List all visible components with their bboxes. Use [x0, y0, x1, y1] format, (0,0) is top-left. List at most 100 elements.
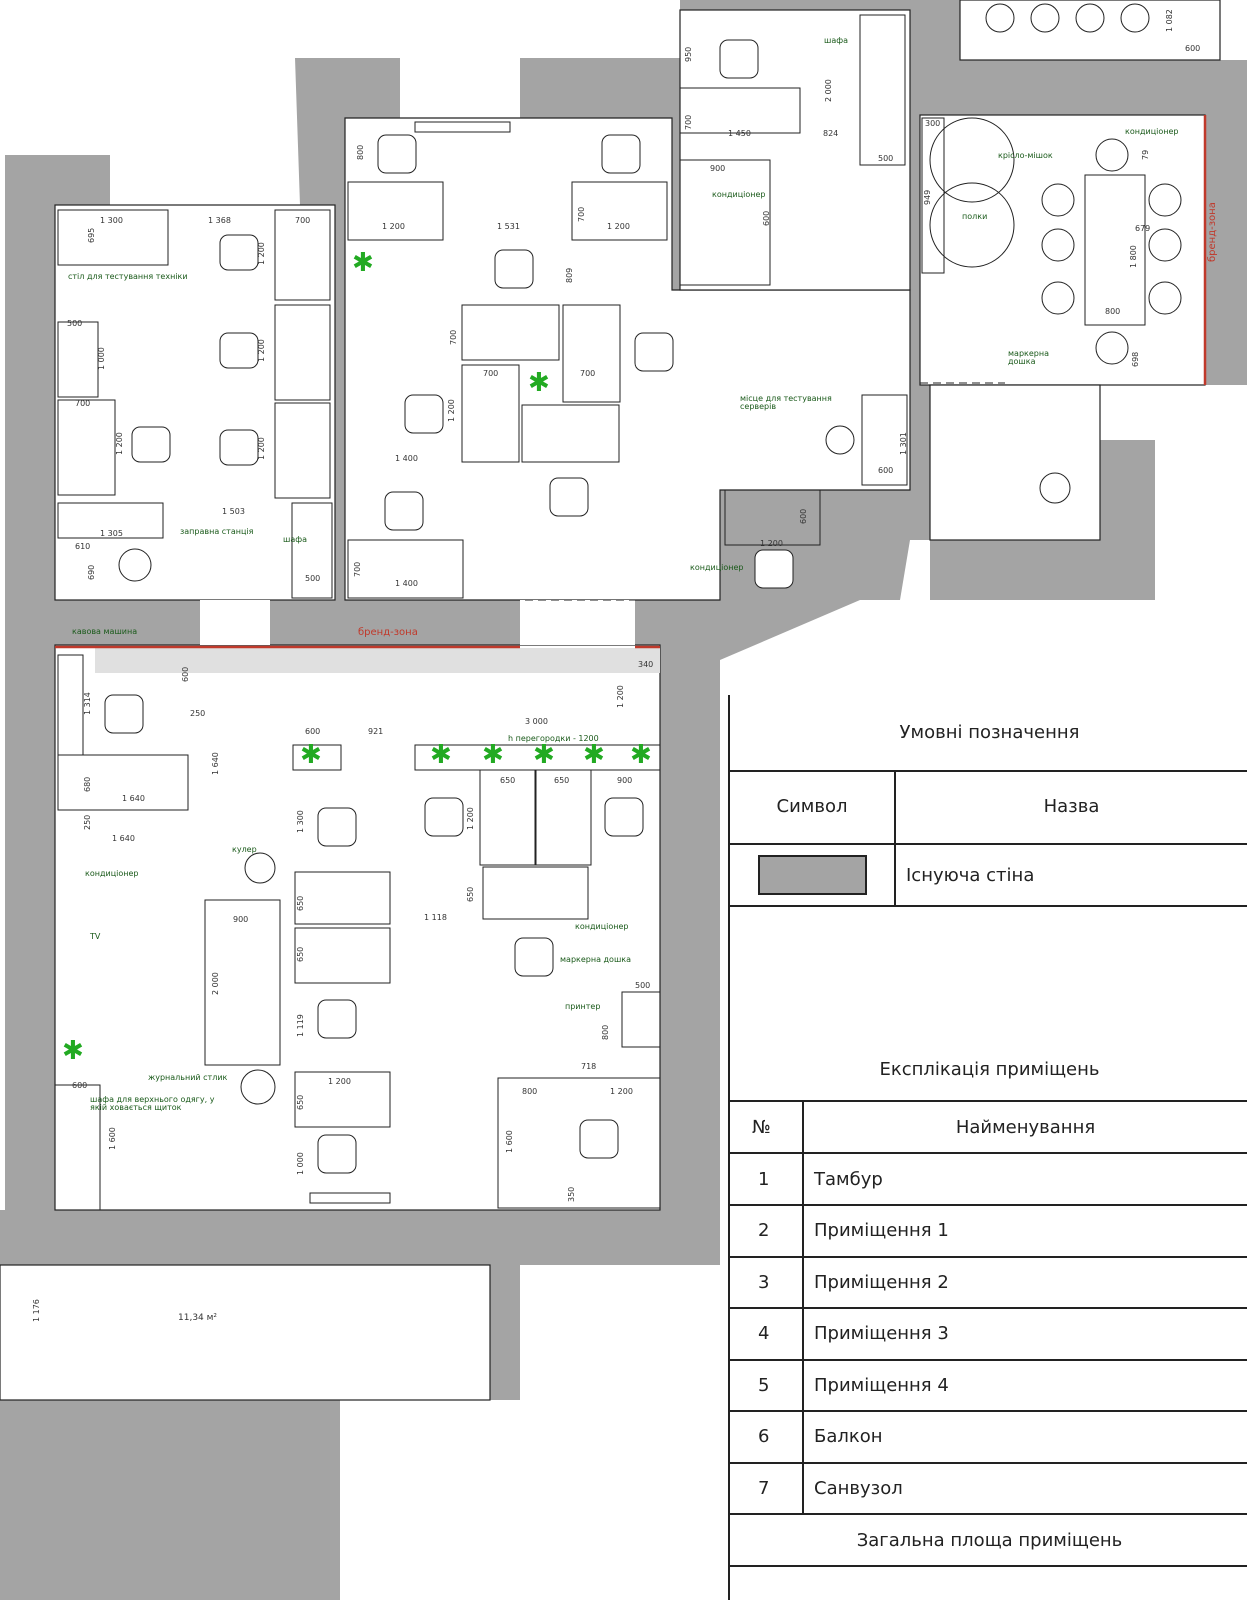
legend-title: Умовні позначення [899, 722, 1080, 743]
col-no: № [752, 1116, 771, 1138]
dimension-label: 900 [710, 164, 726, 173]
dimension-label: 700 [75, 399, 91, 408]
dimension-label: 700 [449, 329, 458, 345]
dimension-label: 695 [87, 227, 96, 243]
plant-icon: ✱ [630, 740, 652, 770]
dimension-label: 1 118 [424, 913, 447, 922]
dimension-label: 1 200 [257, 242, 266, 265]
dimension-label: 1 200 [257, 339, 266, 362]
room-number: 6 [758, 1426, 770, 1447]
room-name: Приміщення 1 [814, 1220, 949, 1241]
col-name: Назва [1043, 796, 1100, 817]
room-name: Балкон [814, 1426, 883, 1447]
dimension-label: 700 [353, 561, 362, 577]
dimension-label: 650 [296, 895, 305, 911]
dimension-label: 650 [500, 776, 516, 785]
dimension-label: 1 368 [208, 216, 231, 225]
dimension-label: 300 [925, 119, 941, 128]
explication-title: Експлікація приміщень [879, 1059, 1100, 1080]
dimension-label: 600 [762, 210, 771, 226]
annotation: принтер [565, 1002, 601, 1011]
dimension-label: 1 640 [122, 794, 145, 803]
openings [0, 382, 1005, 1266]
room-name: Тамбур [814, 1168, 883, 1190]
dimension-label: 921 [368, 727, 384, 736]
room-number: 4 [758, 1323, 770, 1344]
annotation: шафа для верхнього одягу, у якій ховаєть… [90, 1095, 215, 1112]
brand-zone-label: бренд-зона [1207, 202, 1218, 262]
dimension-label: 1 640 [211, 752, 220, 775]
dimension-label: 1 200 [328, 1077, 351, 1086]
dimension-label: 700 [577, 206, 586, 222]
annotation: крісло-мішок [998, 151, 1053, 160]
dimension-label: 2 000 [211, 972, 220, 995]
room-name: Санвузол [814, 1477, 903, 1499]
plant-icon: ✱ [352, 248, 374, 278]
annotation: маркерна дошка [1008, 349, 1049, 366]
room-number: 1 [758, 1168, 770, 1190]
dimension-label: 1 640 [112, 834, 135, 843]
chairs [104, 3, 1182, 1174]
room-row: 5 Приміщення 4 [730, 1360, 1247, 1412]
dimension-label: 500 [878, 154, 894, 163]
plant-icon: ✱ [62, 1036, 84, 1066]
furniture [54, 14, 1146, 1211]
dimension-label: 1 400 [395, 454, 418, 463]
brand-zone-strip [95, 648, 660, 673]
room-name: Приміщення 3 [814, 1323, 949, 1344]
dimension-label: 1 200 [466, 807, 475, 830]
balcony [0, 1264, 491, 1401]
plant-icon: ✱ [430, 740, 452, 770]
dimension-label: 1 176 [32, 1299, 41, 1322]
room-row: 4 Приміщення 3 [730, 1308, 1247, 1361]
dimension-label: 1 200 [760, 539, 783, 548]
annotation: маркерна дошка [560, 955, 632, 964]
legend-table: Умовні позначення Символ Назва Існуюча с… [728, 695, 1247, 1600]
dimension-label: 650 [296, 1094, 305, 1110]
annotation: кондиціонер [712, 190, 766, 199]
dimension-label: 700 [684, 114, 693, 130]
room-number: 5 [758, 1374, 770, 1396]
dimension-label: 500 [67, 319, 83, 328]
dimension-label: 600 [305, 727, 321, 736]
dimension-label: 718 [581, 1062, 597, 1071]
annotation: TV [90, 932, 101, 941]
wall-swatch [757, 855, 867, 895]
dimension-label: 800 [356, 144, 365, 160]
dimension-label: 690 [87, 564, 96, 580]
annotation: кулер [232, 845, 257, 854]
room-name: Приміщення 2 [814, 1271, 949, 1293]
dimension-label: 1 000 [296, 1152, 305, 1175]
dimension-label: 1 119 [296, 1014, 305, 1037]
dimension-label: 824 [823, 129, 839, 138]
annotation: полки [962, 212, 988, 221]
dimension-label: 1 200 [257, 437, 266, 460]
dimension-label: 1 800 [1129, 245, 1138, 268]
legend-item: Існуюча стіна [906, 864, 1035, 886]
dimension-label: 250 [83, 814, 92, 830]
room-name: Приміщення 4 [814, 1374, 949, 1396]
dimension-label: 900 [617, 776, 633, 785]
annotation: місце для тестування серверів [740, 394, 832, 411]
plant-icon: ✱ [583, 740, 605, 770]
dimension-label: 809 [565, 267, 574, 283]
dimension-label: 500 [305, 574, 321, 583]
plant-icon: ✱ [533, 740, 555, 770]
dimension-label: 1 531 [497, 222, 520, 231]
annotation: шафа [283, 535, 307, 544]
dimension-label: 698 [1131, 351, 1140, 367]
dimension-label: 1 082 [1165, 9, 1174, 32]
dimension-label: 250 [190, 709, 206, 718]
dimension-label: 1 300 [296, 810, 305, 833]
dimension-label: 600 [72, 1081, 88, 1090]
dimension-label: 600 [799, 508, 808, 524]
dimension-label: 1 200 [382, 222, 405, 231]
annotation: h перегородки - 1200 [508, 734, 599, 743]
annotation: заправна станція [180, 527, 254, 536]
dimension-label: 650 [554, 776, 570, 785]
annotation: кондиціонер [1125, 127, 1179, 136]
dimension-label: 3 000 [525, 717, 548, 726]
dimension-label: 800 [601, 1024, 610, 1040]
